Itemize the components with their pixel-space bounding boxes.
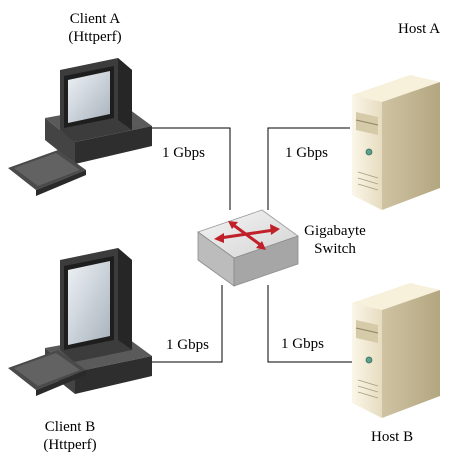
- link-speed-client-b: 1 Gbps: [166, 337, 209, 353]
- client-a-tool: (Httperf): [68, 29, 122, 45]
- host-a-label: Host A: [398, 21, 441, 37]
- tower-server-icon: [352, 75, 440, 210]
- client-b-name: Client B: [44, 419, 96, 435]
- client-b-label: Client B (Httperf): [25, 418, 115, 454]
- desktop-computer-icon: [8, 58, 152, 196]
- tower-server-icon: [352, 283, 440, 418]
- host-b-label: Host B: [371, 429, 414, 445]
- desktop-computer-icon: [8, 248, 152, 396]
- client-a-label: Client A (Httperf): [50, 10, 140, 46]
- switch-label: Gigabayte Switch: [290, 222, 380, 258]
- client-b-tool: (Httperf): [43, 437, 97, 453]
- link-speed-client-a: 1 Gbps: [162, 145, 205, 161]
- link-client-a: [150, 127, 231, 210]
- link-host-a: [267, 127, 350, 210]
- connection-lines: [150, 127, 358, 363]
- switch-name-line2: Switch: [314, 241, 356, 257]
- link-client-b: [150, 285, 223, 363]
- link-host-b: [267, 285, 358, 363]
- switch-name-line1: Gigabayte: [304, 223, 366, 239]
- link-speed-host-b: 1 Gbps: [281, 336, 324, 352]
- network-switch-icon: [197, 209, 299, 287]
- link-speed-host-a: 1 Gbps: [285, 145, 328, 161]
- client-a-name: Client A: [69, 11, 121, 27]
